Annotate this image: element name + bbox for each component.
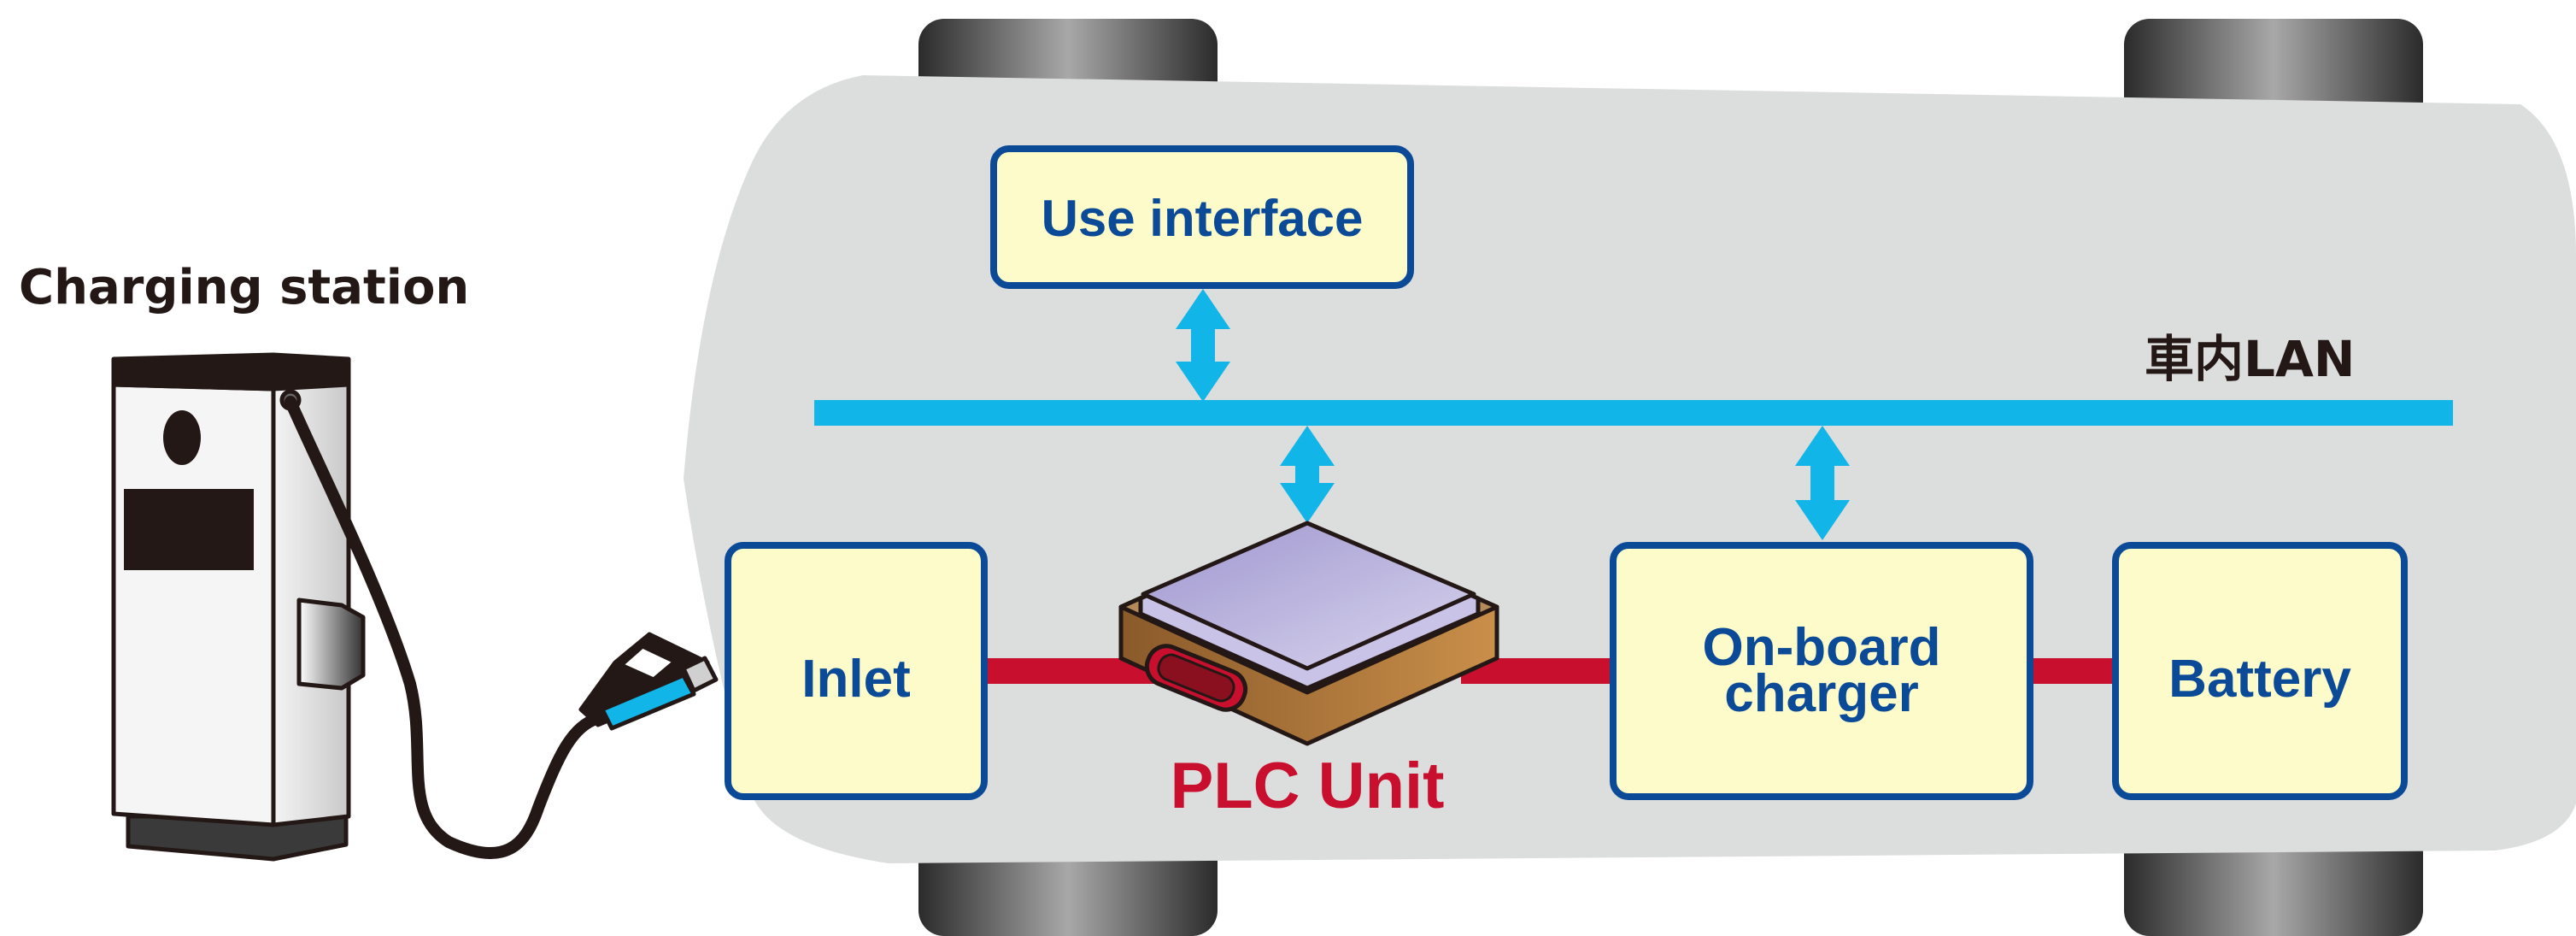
power-line-charger-battery [2029,658,2119,684]
plc-unit-port-inner [1157,653,1235,703]
inlet-label: Inlet [801,650,910,709]
charging-connector [578,632,719,731]
plc-unit-label: PLC Unit [1171,750,1445,822]
user-interface-label: Use interface [1042,190,1364,247]
station-screen [124,489,254,570]
charging-cable [285,396,604,860]
onboard-charger-box: On-board charger [1610,542,2033,800]
power-lines [983,658,2119,684]
user-interface-box: Use interface [990,145,1414,289]
charging-station-label: Charging station [19,260,469,315]
onboard-charger-label-line1: On-board [1703,618,1941,677]
arrow-ui-lan [1176,289,1230,402]
station-holster [296,598,366,691]
lan-bus [814,400,2453,426]
lan-arrows [1176,289,1850,540]
battery-label: Battery [2168,650,2351,709]
station-indicator [163,410,201,465]
arrow-charger-lan [1795,426,1850,540]
connector-grip-hole [619,644,678,682]
inlet-box: Inlet [725,542,988,800]
lan-label: 車内LAN [2145,330,2355,388]
plc-unit-device [1118,521,1499,746]
plc-unit-top [1141,521,1476,671]
battery-box: Battery [2112,542,2408,800]
onboard-charger-label-line2: charger [1724,664,1918,723]
connector-tip [681,656,719,693]
station-top [111,352,351,391]
tire-rear-right [2124,827,2423,936]
connector-band [600,673,696,731]
arrow-plc-lan [1280,426,1335,523]
charging-station [111,352,366,862]
